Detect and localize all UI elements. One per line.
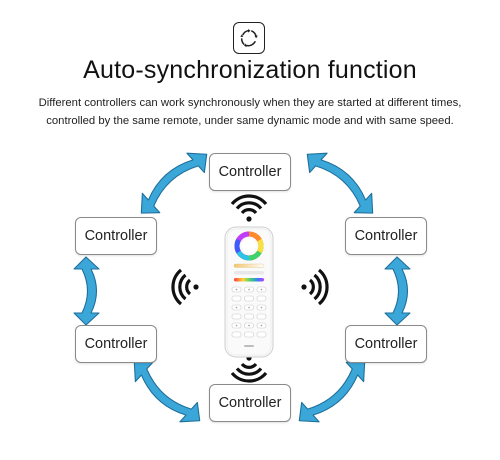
double-arrow-icon xyxy=(140,152,208,214)
controller-box-upper-right: Controller xyxy=(345,217,427,255)
wireless-signal-icon xyxy=(301,268,329,306)
double-arrow-icon xyxy=(298,361,366,423)
controller-box-upper-left: Controller xyxy=(75,217,157,255)
sync-cycle-icon xyxy=(233,22,265,54)
controller-box-top: Controller xyxy=(209,153,291,191)
controller-box-lower-left: Controller xyxy=(75,325,157,363)
double-arrow-icon xyxy=(73,256,100,326)
wireless-signal-icon xyxy=(171,268,199,306)
rgb-remote-control-icon xyxy=(224,226,274,358)
double-arrow-icon xyxy=(133,361,201,423)
description-line-2: controlled by the same remote, under sam… xyxy=(46,115,454,127)
double-arrow-icon xyxy=(384,256,411,326)
wireless-signal-icon xyxy=(230,355,268,383)
wireless-signal-icon xyxy=(230,194,268,222)
controller-box-bottom: Controller xyxy=(209,384,291,422)
description-line-1: Different controllers can work synchrono… xyxy=(38,97,462,109)
controller-box-lower-right: Controller xyxy=(345,325,427,363)
page-title: Auto-synchronization function xyxy=(83,56,417,84)
double-arrow-icon xyxy=(306,152,374,214)
